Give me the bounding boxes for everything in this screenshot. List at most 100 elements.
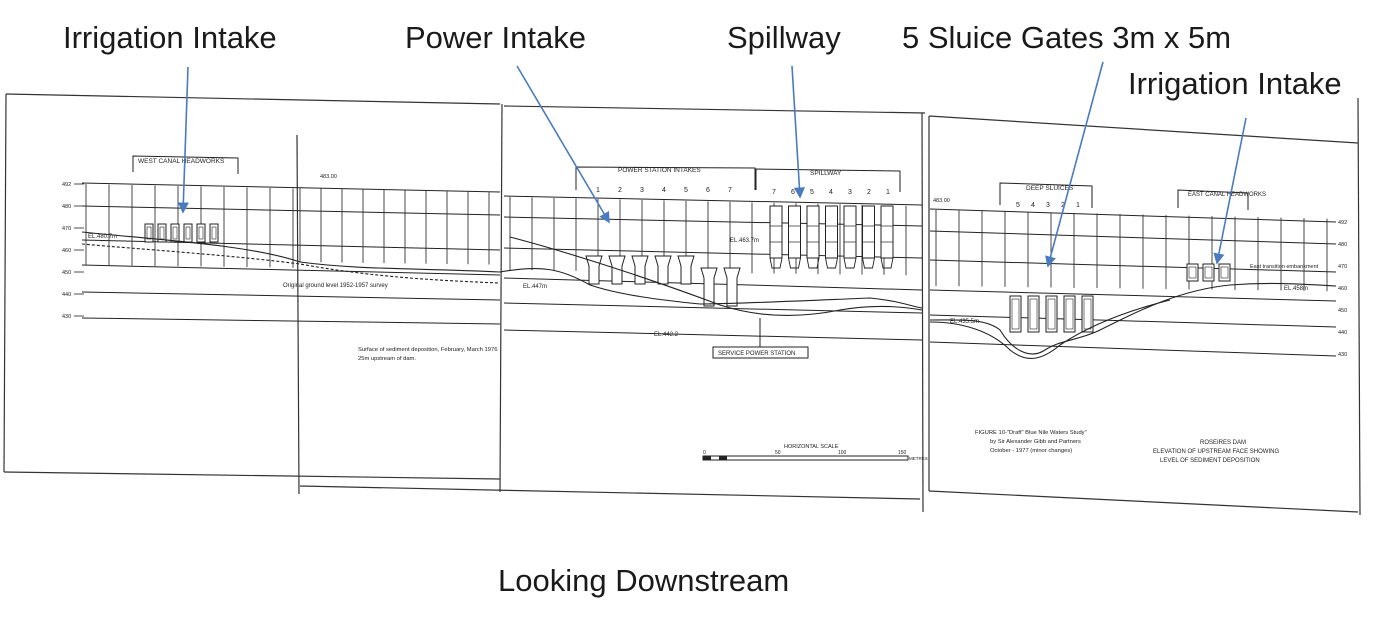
intake-number: 5 [684,187,688,194]
spillway-gate-sill [825,257,838,269]
power-intake-gate [677,255,695,285]
intake-number: 2 [618,187,622,194]
west-gate [170,223,180,243]
sheet-2 [296,134,921,500]
sediment-note-1: Surface of sediment deposition, February… [358,347,497,353]
sluice-gate [1045,295,1058,333]
left-axis-label: 480 [62,204,71,210]
title-line-2: ELEVATION OF UPSTREAM FACE SHOWING [1153,449,1279,455]
spillway-gate-sill [788,257,801,269]
west-gate-inner [198,226,204,240]
sluice-number: 2 [1061,202,1065,209]
sheet-3 [499,103,926,513]
el-435-label: EL.435.5m [950,319,979,325]
arrow-irrigation-east [1213,117,1247,265]
spillway-number: 6 [791,189,795,196]
el-458-label: EL.458m [1284,286,1308,292]
sluice-number: 1 [1076,202,1080,209]
el-480-label: EL.480.7m [88,234,117,240]
spillway-gate-sill [806,257,820,269]
right-axis-label: 460 [1338,286,1347,292]
sluice-gate-inner [1029,298,1038,330]
intake-number: 7 [728,187,732,194]
spillway-gate [806,205,820,259]
left-axis-label: 492 [62,182,71,188]
service-power-station-label: SERVICE POWER STATION [718,351,795,357]
spillway-gate-sill [880,257,894,269]
figure-note: FIGURE 10-"Draft" Blue Nile Waters Study… [975,430,1087,454]
west-gate-inner [159,226,165,240]
spillway-number: 7 [772,189,776,196]
el-483-top-label: 483.00 [320,174,337,180]
east-gate [1202,263,1215,282]
power-intake-gate [608,255,626,285]
original-ground-label: Original ground level 1952-1957 survey [283,283,388,289]
callout-sluice-gates: 5 Sluice Gates 3m x 5m [902,20,1232,55]
right-axis-label: 480 [1338,242,1347,248]
east-intake-gates [1186,263,1231,282]
figure-note-1: FIGURE 10-"Draft" Blue Nile Waters Study… [975,430,1087,436]
right-axis-label: 430 [1338,352,1347,358]
sluice-number: 4 [1031,202,1035,209]
spillway-gate [769,205,783,259]
spillway-number: 3 [848,189,852,196]
sluice-gate [1027,295,1040,333]
east-gate-inner [1188,266,1197,279]
power-intake-gate [723,267,741,307]
title-line-3: LEVEL OF SEDIMENT DEPOSITION [1160,458,1260,464]
deep-sluices-label: DEEP SLUICES [1026,185,1074,192]
sluice-gate [1081,295,1094,333]
deep-sluices: DEEP SLUICES 5 4 3 2 1 [999,182,1094,333]
intake-number: 1 [596,187,600,194]
horizontal-scale: HORIZONTAL SCALE 0 50 100 150 METRES [702,444,928,461]
power-station-intakes-label: POWER STATION INTAKES [618,167,701,174]
title-line-1: ROSEIRES DAM [1200,440,1246,446]
west-gate [196,223,206,243]
scale-tick-0: 0 [703,450,706,456]
sluice-number: 5 [1016,202,1020,209]
power-intake-gate [631,255,649,285]
spillway-number: 2 [867,189,871,196]
spillway-gate-sill [769,257,783,269]
el-463-label: EL.463.7m [730,238,759,244]
spillway-gate [880,205,894,259]
west-canal-headworks-label: WEST CANAL HEADWORKS [138,158,225,165]
east-gate [1218,263,1231,282]
sediment-profiles [81,231,1337,359]
spillway-gate [843,205,857,259]
sluice-gate-inner [1047,298,1056,330]
intake-number: 4 [662,187,666,194]
east-transition-label: East transition embankment [1250,264,1319,270]
title-block: ROSEIRES DAM ELEVATION OF UPSTREAM FACE … [1153,440,1279,464]
el-447-label: EL.447m [523,284,547,290]
spillway-number: 4 [829,189,833,196]
left-axis-label: 450 [62,270,71,276]
sluice-gate [1009,295,1022,333]
east-canal-headworks: EAST CANAL HEADWORKS [1177,189,1266,282]
spillway-gate [825,205,838,259]
right-axis-label: 492 [1338,220,1347,226]
scale-unit: METRES [909,456,928,461]
west-gate [157,223,167,243]
left-axis-label: 470 [62,226,71,232]
west-gate-inner [146,226,152,240]
callout-spillway: Spillway [727,20,841,55]
el-442-label: EL.442.2 [654,332,679,338]
east-gate [1186,263,1199,282]
sheet-4 [928,97,1361,516]
intake-number: 6 [706,187,710,194]
spillway-number: 5 [810,189,814,196]
sluice-number: 3 [1046,202,1050,209]
right-axis-label: 440 [1338,330,1347,336]
figure-note-2: by Sir Alexander Gibb and Partners [990,439,1081,445]
drawing-annotations: Original ground level 1952-1957 survey S… [283,174,1319,362]
power-intake-gate [654,255,672,285]
scale-tick-150: 150 [898,450,907,456]
left-axis-label: 430 [62,314,71,320]
